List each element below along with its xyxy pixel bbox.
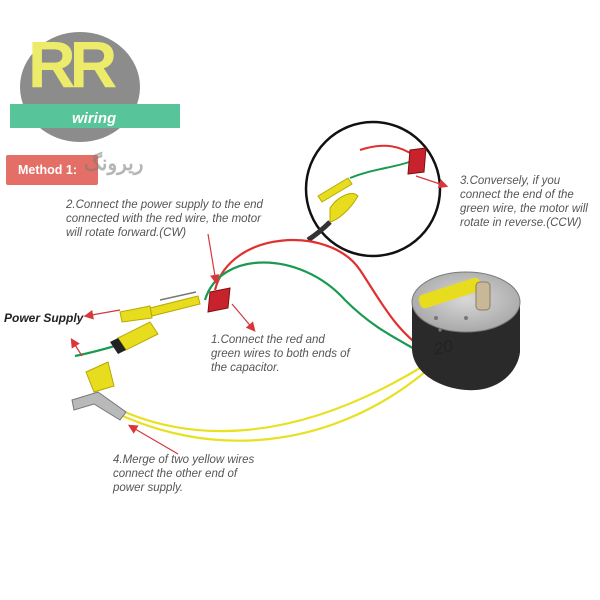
motor-marking: 20: [432, 336, 455, 359]
inset-circle: [304, 120, 442, 258]
step-3-line-3: green wire, the motor will: [460, 203, 588, 215]
power-supply-label: Power Supply: [4, 311, 84, 325]
arrow-step2: [207, 233, 220, 285]
step-2-line-1: 2.Connect the power supply to the end: [66, 199, 263, 211]
clip-green: [110, 321, 159, 354]
logo-ribbon: [10, 104, 180, 128]
step-4-line-2: connect the other end of: [113, 468, 238, 480]
step-2-note: 2.Connect the power supply to the end co…: [66, 198, 263, 240]
step-2-line-3: will rotate forward.(CW): [66, 227, 187, 239]
arrow-power-supply: [83, 309, 121, 320]
arrow-step1: [231, 303, 256, 332]
step-1-line-2: green wires to both ends of: [211, 348, 350, 360]
logo-letters: RR: [28, 27, 117, 101]
step-1-line-3: the capacitor.: [211, 362, 280, 374]
inset-clip-jaw: [317, 177, 353, 203]
step-1-note: 1.Connect the red and green wires to bot…: [211, 333, 350, 375]
red-wire: [213, 239, 426, 351]
yellow-wire-2: [109, 371, 426, 442]
inset-arrow: [415, 175, 449, 189]
step-4-line-3: power supply.: [113, 482, 184, 494]
clip-upper: [119, 291, 201, 323]
inset-detail: [306, 144, 449, 243]
motor: [411, 271, 521, 391]
inset-capacitor: [407, 147, 427, 175]
inset-clip-sleeve: [329, 193, 359, 223]
step-1-line-1: 1.Connect the red and: [211, 334, 325, 346]
inset-wire-lead: [306, 220, 332, 243]
green-wire: [203, 261, 426, 356]
step-3-line-1: 3.Conversely, if you: [460, 175, 561, 187]
yellow-wire-1: [99, 367, 421, 433]
arrow-power-supply-2: [70, 337, 83, 357]
step-3-line-4: rotate in reverse.(CCW): [460, 217, 582, 229]
step-3-note: 3.Conversely, if you connect the end of …: [460, 174, 588, 230]
watermark: ریرونگ: [84, 153, 144, 175]
step-3-line-2: connect the end of the: [460, 189, 574, 201]
method-tag: Method 1:: [6, 155, 98, 185]
step-4-note: 4.Merge of two yellow wires connect the …: [113, 453, 254, 495]
step-2-line-2: connected with the red wire, the motor: [66, 213, 261, 225]
capacitor: [207, 287, 231, 313]
logo-word: wiring: [72, 110, 117, 127]
step-4-line-1: 4.Merge of two yellow wires: [113, 454, 255, 466]
arrow-step4: [127, 424, 179, 455]
clip-yellow: [71, 361, 127, 421]
